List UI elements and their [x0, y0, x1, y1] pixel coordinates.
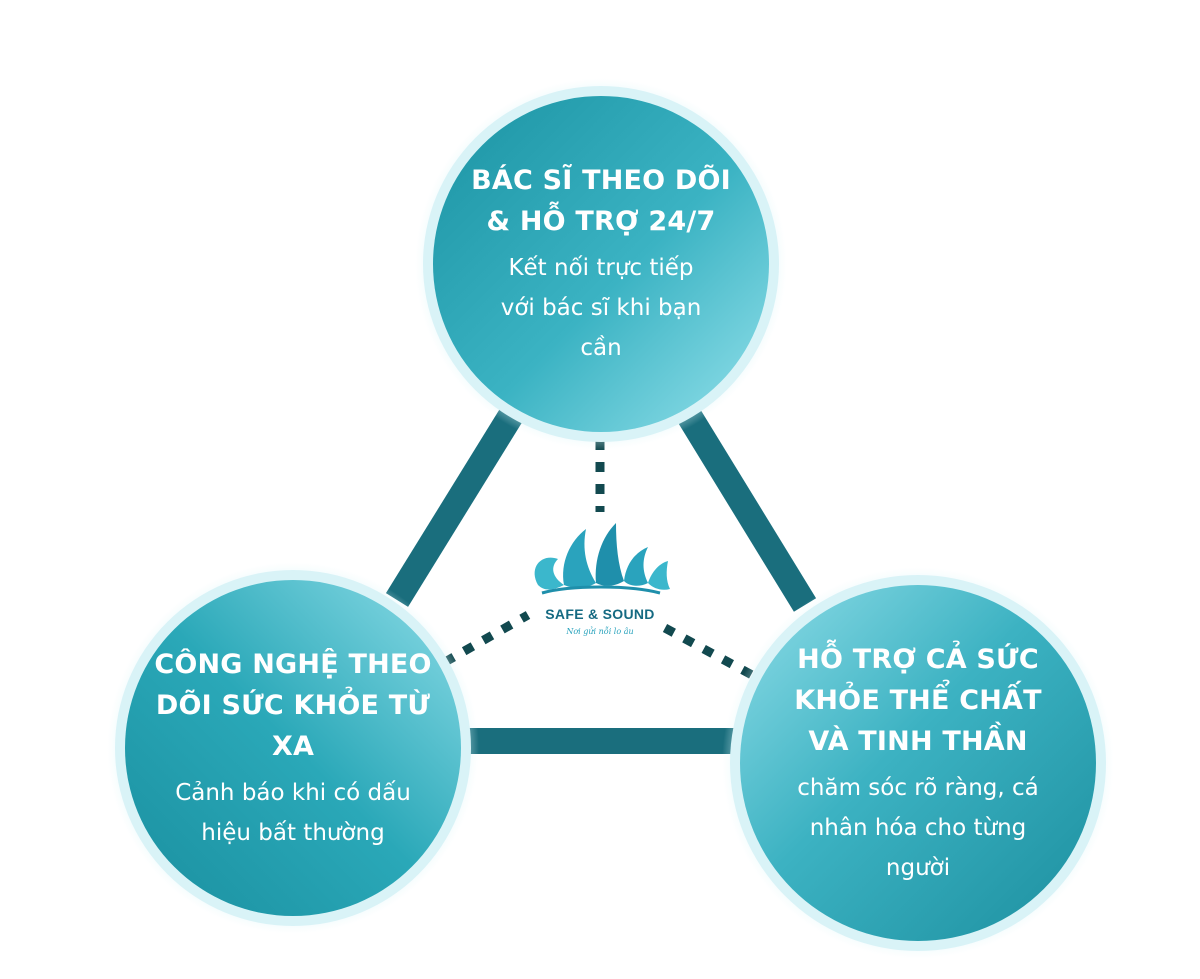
title-line: & HỖ TRỢ 24/7 [486, 206, 716, 237]
node-top-disc [415, 78, 787, 450]
desc-line: Kết nối trực tiếp [508, 255, 694, 281]
desc-line: người [885, 854, 951, 881]
brand-logo: SAFE & SOUND Nơi gửi nỗi lo âu [520, 515, 680, 645]
node-remote-monitoring: CÔNG NGHỆ THEO DÕI SỨC KHỎE TỪ XA Cảnh b… [117, 572, 469, 924]
title-line: KHỎE THỂ CHẤT [794, 684, 1042, 716]
brand-name: SAFE & SOUND [545, 606, 655, 622]
title-line: BÁC SĨ THEO DÕI [471, 165, 731, 196]
node-description: Cảnh báo khi có dấu hiệu bất thường [175, 773, 411, 853]
title-line: VÀ TINH THẦN [808, 725, 1028, 757]
desc-line: hiệu bất thường [201, 819, 385, 846]
title-line: DÕI SỨC KHỎE TỪ [155, 689, 431, 721]
desc-line: với bác sĩ khi bạn [500, 295, 702, 321]
desc-line: chăm sóc rõ ràng, cá [797, 774, 1039, 801]
node-title: HỖ TRỢ CẢ SỨC KHỎE THỂ CHẤT VÀ TINH THẦN [794, 639, 1042, 762]
desc-line: Cảnh báo khi có dấu [175, 779, 411, 806]
node-left-disc [107, 562, 479, 934]
node-title: BÁC SĨ THEO DÕI & HỖ TRỢ 24/7 [471, 160, 731, 242]
connector-right [662, 624, 755, 679]
desc-line: nhân hóa cho từng [809, 814, 1027, 841]
node-holistic-support: HỖ TRỢ CẢ SỨC KHỎE THỂ CHẤT VÀ TINH THẦN… [732, 577, 1104, 949]
node-description: Kết nối trực tiếp với bác sĩ khi bạn cần [501, 248, 702, 368]
node-right-disc [722, 567, 1114, 959]
title-line: XA [271, 730, 315, 762]
node-title: CÔNG NGHỆ THEO DÕI SỨC KHỎE TỪ XA [154, 644, 431, 767]
node-doctor-support: BÁC SĨ THEO DÕI & HỖ TRỢ 24/7 Kết nối tr… [425, 88, 777, 440]
title-line: HỖ TRỢ CẢ SỨC [797, 643, 1039, 675]
lotus-logo-icon [534, 523, 670, 595]
desc-line: cần [580, 335, 622, 361]
brand-tagline: Nơi gửi nỗi lo âu [566, 627, 634, 636]
node-description: chăm sóc rõ ràng, cá nhân hóa cho từng n… [797, 768, 1038, 888]
connector-left [442, 611, 531, 666]
title-line: CÔNG NGHỆ THEO [154, 648, 432, 680]
